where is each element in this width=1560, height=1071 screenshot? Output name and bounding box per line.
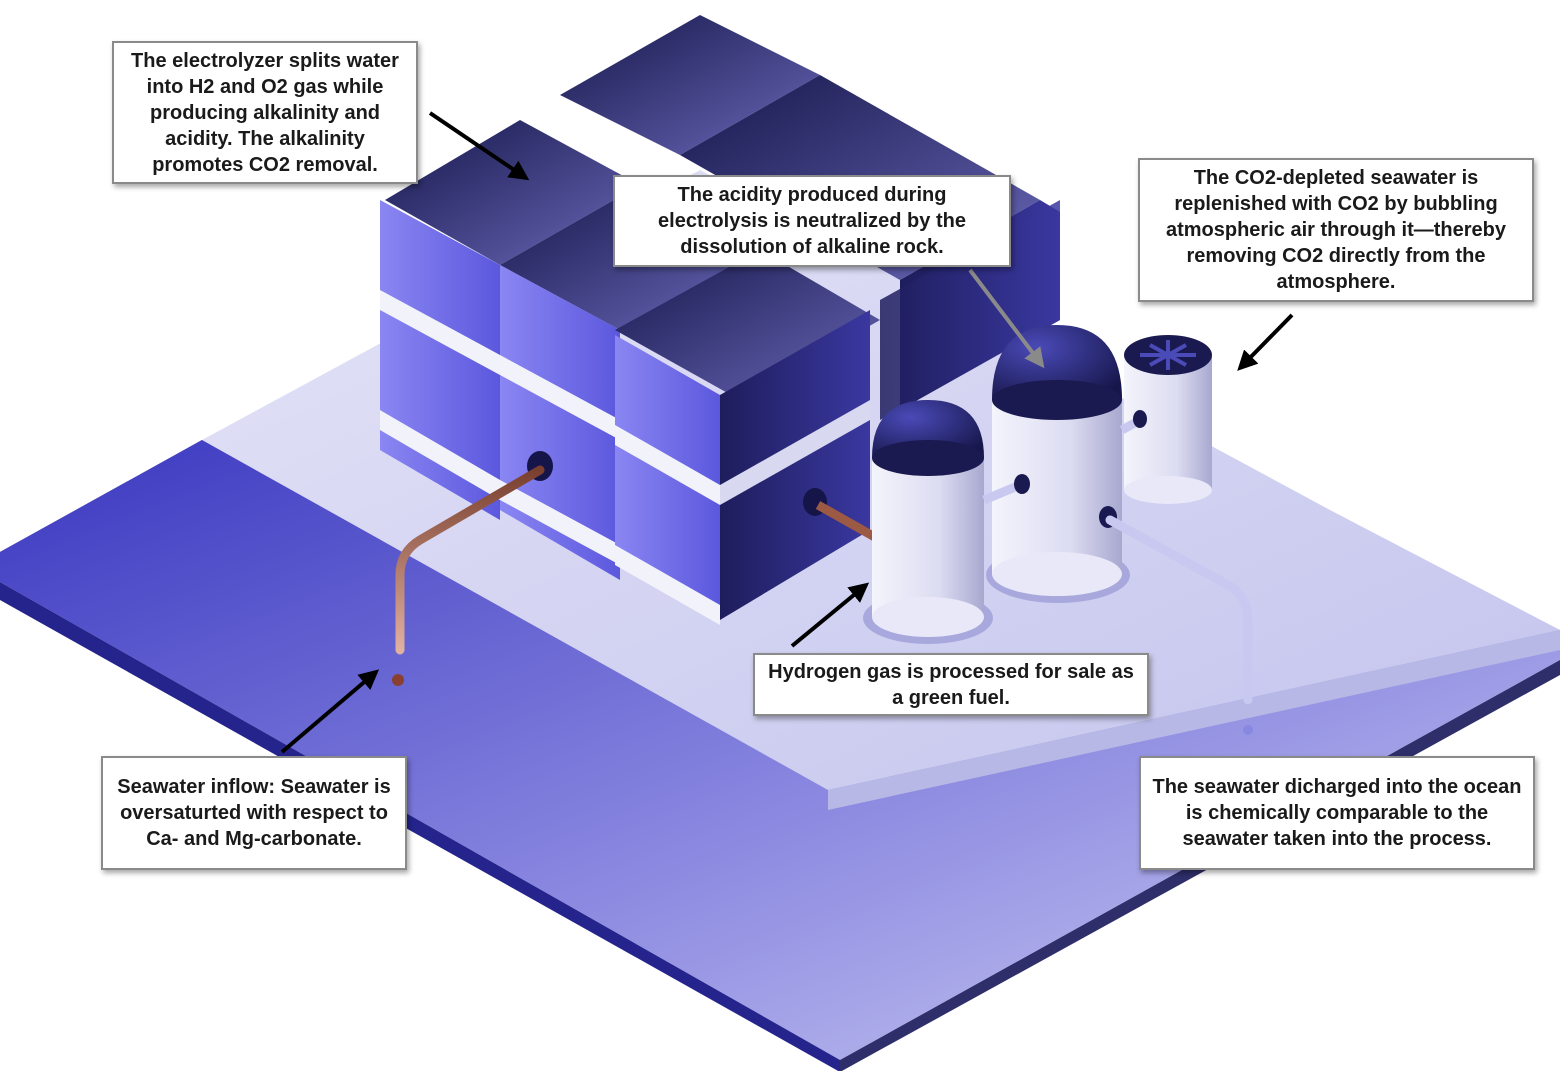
rock-reactor-tank-icon [982, 325, 1130, 603]
callout-inflow-text: Seawater inflow: Seawater is oversaturte… [117, 776, 391, 850]
callout-electrolyzer-text: The electrolyzer splits water into H2 an… [131, 49, 399, 176]
inflow-pipe-icon [392, 451, 553, 686]
callout-acidity: The acidity produced during electrolysis… [613, 175, 1011, 267]
callout-arrows [280, 111, 1294, 754]
arrow-co2 [1237, 313, 1294, 371]
arrow-inflow [280, 669, 380, 754]
callout-hydrogen: Hydrogen gas is processed for sale as a … [753, 653, 1149, 716]
callout-co2-replenish: The CO2-depleted seawater is replenished… [1138, 158, 1534, 302]
callout-discharge-text: The seawater dicharged into the ocean is… [1152, 776, 1522, 850]
air-fan-unit-icon [1119, 335, 1212, 504]
arrow-hydrogen [790, 582, 870, 648]
callout-acidity-text: The acidity produced during electrolysis… [658, 184, 966, 258]
arrow-acidity [968, 268, 1045, 369]
outflow-pipe-icon [1099, 506, 1253, 735]
callout-hydrogen-text: Hydrogen gas is processed for sale as a … [768, 660, 1134, 709]
hydrogen-tank-icon [863, 400, 993, 644]
callout-co2-replenish-text: The CO2-depleted seawater is replenished… [1165, 167, 1507, 293]
callout-discharge: The seawater dicharged into the ocean is… [1139, 756, 1535, 870]
hydrogen-feed-pipe [803, 488, 883, 544]
arrow-electrolyzer [428, 111, 530, 181]
callout-electrolyzer: The electrolyzer splits water into H2 an… [112, 41, 418, 184]
callout-inflow: Seawater inflow: Seawater is oversaturte… [101, 756, 407, 870]
